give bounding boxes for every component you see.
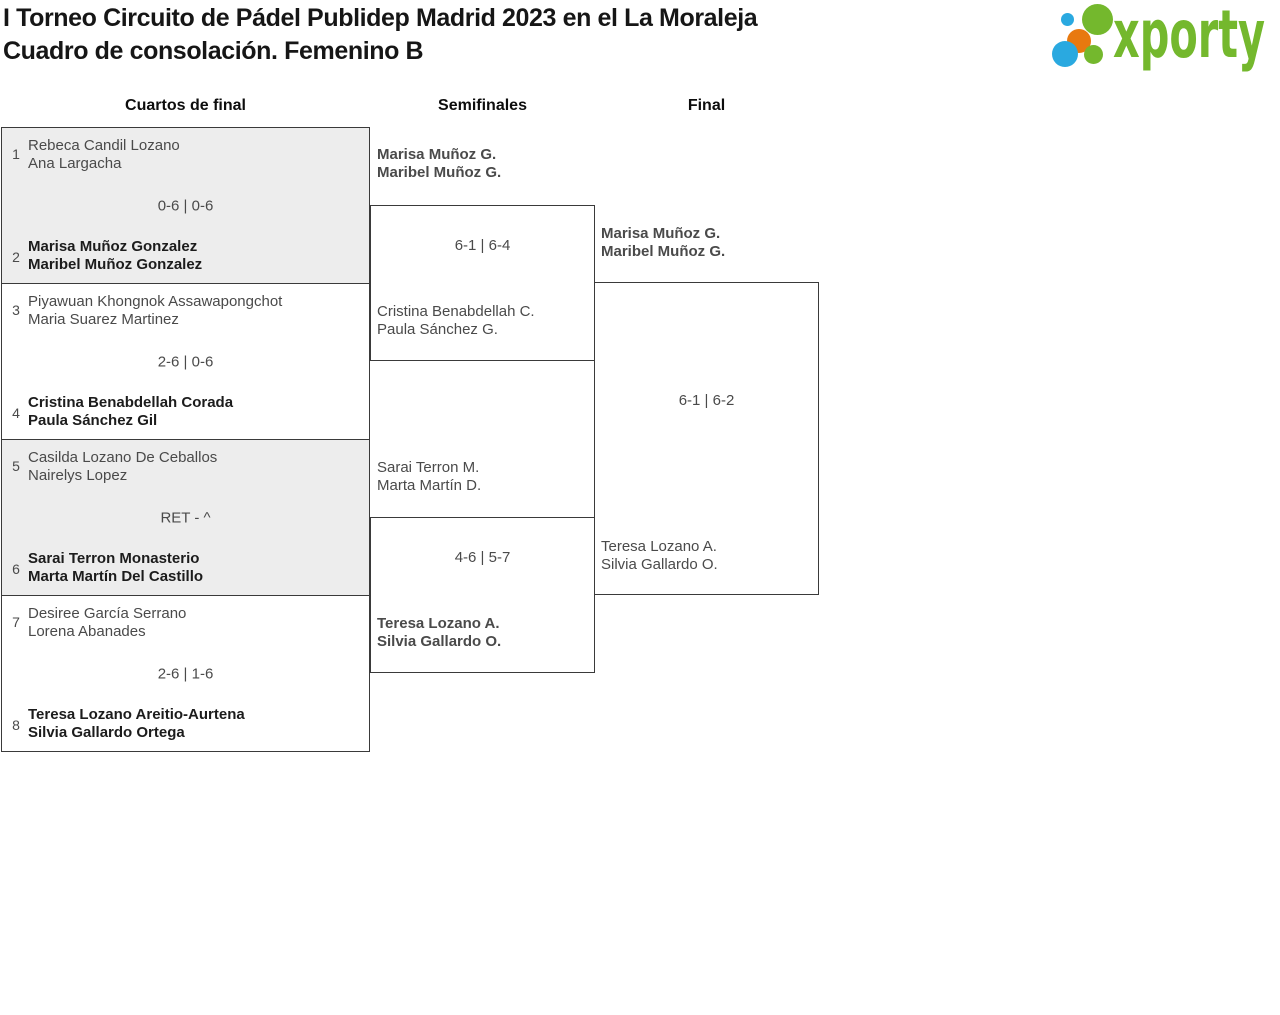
- team-name-line: Teresa Lozano Areitio-Aurtena: [28, 706, 245, 723]
- seed-number: 2: [12, 249, 20, 265]
- final-team-bottom: Teresa Lozano A. Silvia Gallardo O.: [601, 538, 718, 574]
- team-name-line: Piyawuan Khongnok Assawapongchot: [28, 293, 283, 310]
- match-score: 0-6 | 0-6: [157, 197, 214, 214]
- page-title-line2: Cuadro de consolación. Femenino B: [3, 37, 424, 65]
- team-pair-bottom: Marisa Muñoz Gonzalez Maribel Muñoz Gonz…: [28, 238, 202, 274]
- team-name-line: Paula Sánchez Gil: [28, 412, 158, 429]
- semifinal-2-team-bottom: Teresa Lozano A. Silvia Gallardo O.: [377, 615, 501, 651]
- team-name-line: Silvia Gallardo O.: [601, 556, 718, 573]
- logo-dot-icon: [1084, 45, 1103, 64]
- final-box: [594, 282, 819, 595]
- team-name-line: Desiree García Serrano: [28, 605, 187, 622]
- match-quarterfinal-2: 3 Piyawuan Khongnok Assawapongchot Maria…: [2, 283, 369, 439]
- logo-wordmark: xporty: [1113, 0, 1265, 73]
- team-name-line: Casilda Lozano De Ceballos: [28, 449, 218, 466]
- semifinal-2-score: 4-6 | 5-7: [454, 549, 511, 566]
- team-name-line: Sarai Terron M.: [377, 459, 480, 476]
- semifinal-2-box: [370, 517, 595, 673]
- logo-wordmark-text: xporty: [1113, 0, 1265, 73]
- seed-number: 8: [12, 717, 20, 733]
- team-name-line: Marisa Muñoz G.: [377, 146, 497, 163]
- team-name-line: Teresa Lozano A.: [377, 615, 500, 632]
- seed-number: 6: [12, 561, 20, 577]
- seed-number: 7: [12, 614, 20, 630]
- match-score: RET - ^: [160, 509, 211, 526]
- final-score: 6-1 | 6-2: [678, 392, 735, 409]
- logo-dot-icon: [1061, 13, 1074, 26]
- team-pair-bottom: Cristina Benabdellah Corada Paula Sánche…: [28, 394, 233, 430]
- team-pair-bottom: Teresa Lozano Areitio-Aurtena Silvia Gal…: [28, 706, 245, 742]
- semifinal-2-team-top: Sarai Terron M. Marta Martín D.: [377, 459, 481, 495]
- semifinal-1-team-top: Marisa Muñoz G. Maribel Muñoz G.: [377, 146, 501, 182]
- semifinal-1-score: 6-1 | 6-4: [454, 237, 511, 254]
- round-header-final: Final: [687, 97, 726, 114]
- seed-number: 1: [12, 146, 20, 162]
- team-name-line: Lorena Abanades: [28, 623, 146, 640]
- team-name-line: Sarai Terron Monasterio: [28, 550, 200, 567]
- team-name-line: Cristina Benabdellah Corada: [28, 394, 234, 411]
- round-header-quarterfinals: Cuartos de final: [125, 97, 246, 114]
- team-name-line: Silvia Gallardo Ortega: [28, 724, 185, 741]
- match-quarterfinal-4: 7 Desiree García Serrano Lorena Abanades…: [2, 595, 369, 751]
- match-score: 2-6 | 0-6: [157, 353, 214, 370]
- team-name-line: Cristina Benabdellah C.: [377, 303, 535, 320]
- quarterfinals-column: 1 Rebeca Candil Lozano Ana Largacha 0-6 …: [1, 127, 370, 752]
- seed-number: 4: [12, 405, 20, 421]
- match-quarterfinal-3: 5 Casilda Lozano De Ceballos Nairelys Lo…: [2, 439, 369, 595]
- logo-dot-icon: [1082, 4, 1113, 35]
- team-name-line: Marta Martín Del Castillo: [28, 568, 204, 585]
- team-pair-top: Rebeca Candil Lozano Ana Largacha: [28, 137, 180, 173]
- xporty-logo[interactable]: xporty: [1048, 0, 1273, 82]
- seed-number: 5: [12, 458, 20, 474]
- team-pair-top: Casilda Lozano De Ceballos Nairelys Lope…: [28, 449, 217, 485]
- team-name-line: Maribel Muñoz G.: [377, 164, 502, 181]
- match-score: 2-6 | 1-6: [157, 665, 214, 682]
- team-pair-bottom: Sarai Terron Monasterio Marta Martín Del…: [28, 550, 203, 586]
- page-title-line1: I Torneo Circuito de Pádel Publidep Madr…: [3, 4, 758, 32]
- team-name-line: Maria Suarez Martinez: [28, 311, 179, 328]
- team-name-line: Marta Martín D.: [377, 477, 482, 494]
- team-name-line: Maribel Muñoz G.: [601, 243, 726, 260]
- team-name-line: Teresa Lozano A.: [601, 538, 717, 555]
- seed-number: 3: [12, 302, 20, 318]
- team-name-line: Rebeca Candil Lozano: [28, 137, 180, 154]
- team-name-line: Marisa Muñoz Gonzalez: [28, 238, 198, 255]
- team-pair-top: Desiree García Serrano Lorena Abanades: [28, 605, 186, 641]
- team-name-line: Maribel Muñoz Gonzalez: [28, 256, 203, 273]
- team-name-line: Ana Largacha: [28, 155, 122, 172]
- team-name-line: Silvia Gallardo O.: [377, 633, 502, 650]
- match-quarterfinal-1: 1 Rebeca Candil Lozano Ana Largacha 0-6 …: [2, 128, 369, 283]
- team-name-line: Paula Sánchez G.: [377, 321, 498, 338]
- round-header-semifinals: Semifinales: [438, 97, 527, 114]
- team-pair-top: Piyawuan Khongnok Assawapongchot Maria S…: [28, 293, 282, 329]
- semifinal-1-team-bottom: Cristina Benabdellah C. Paula Sánchez G.: [377, 303, 535, 339]
- team-name-line: Marisa Muñoz G.: [601, 225, 721, 242]
- logo-dot-icon: [1052, 41, 1078, 67]
- final-team-top: Marisa Muñoz G. Maribel Muñoz G.: [601, 225, 725, 261]
- team-name-line: Nairelys Lopez: [28, 467, 128, 484]
